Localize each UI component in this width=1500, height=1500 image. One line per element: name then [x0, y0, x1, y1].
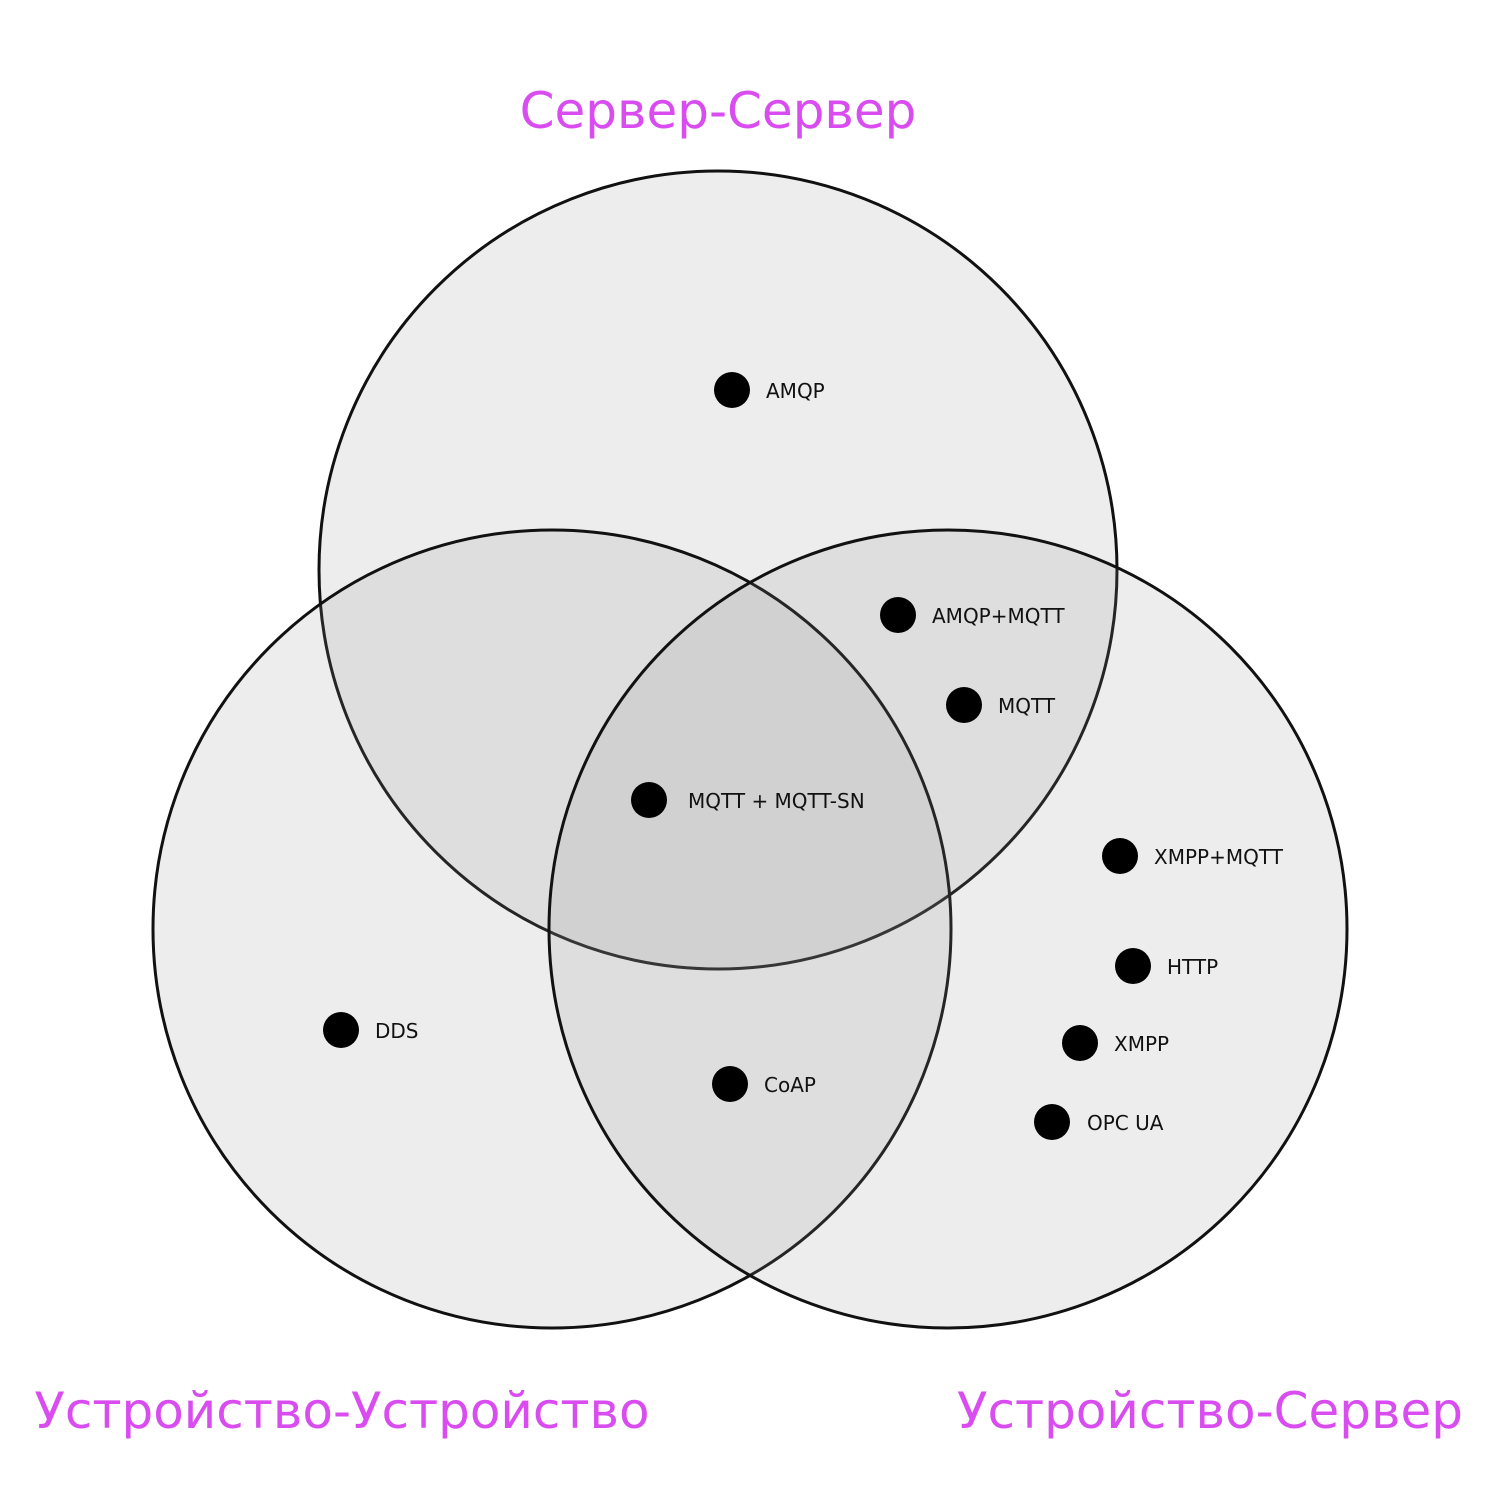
item-dds: DDS: [323, 1012, 419, 1048]
item-xmpp: XMPP: [1062, 1025, 1169, 1061]
item-dot: [1115, 948, 1151, 984]
circle-device-device: [151, 528, 953, 1330]
item-dot: [323, 1012, 359, 1048]
item-dot: [1062, 1025, 1098, 1061]
item-label: DDS: [375, 1019, 419, 1043]
item-xmpp-mqtt: XMPP+MQTT: [1102, 838, 1284, 874]
set-circles: [151, 169, 1349, 1330]
item-dot: [1102, 838, 1138, 874]
item-coap: CoAP: [712, 1066, 816, 1102]
item-label: CoAP: [764, 1073, 816, 1097]
set-title-device-server: Устройство-Сервер: [957, 1382, 1463, 1440]
item-opc-ua: OPC UA: [1034, 1104, 1164, 1140]
circle-device-server: [547, 528, 1349, 1330]
item-dot: [880, 597, 916, 633]
item-mqtt: MQTT: [946, 687, 1056, 723]
item-label: OPC UA: [1087, 1111, 1164, 1135]
item-dot: [1034, 1104, 1070, 1140]
set-title-device-device: Устройство-Устройство: [34, 1382, 649, 1440]
item-label: HTTP: [1167, 955, 1218, 979]
item-amqp-mqtt: AMQP+MQTT: [880, 597, 1065, 633]
set-title-server-server: Сервер-Сервер: [520, 82, 917, 140]
item-label: XMPP: [1114, 1032, 1169, 1056]
item-label: AMQP: [766, 379, 825, 403]
item-label: MQTT: [998, 694, 1056, 718]
item-label: AMQP+MQTT: [932, 604, 1065, 628]
item-label: XMPP+MQTT: [1154, 845, 1284, 869]
item-dot: [631, 782, 667, 818]
item-dot: [946, 687, 982, 723]
item-http: HTTP: [1115, 948, 1218, 984]
item-label: MQTT + MQTT-SN: [688, 789, 865, 813]
item-dot: [712, 1066, 748, 1102]
item-dot: [714, 372, 750, 408]
item-amqp: AMQP: [714, 372, 825, 408]
item-mqtt-mqtt-sn: MQTT + MQTT-SN: [631, 782, 865, 818]
